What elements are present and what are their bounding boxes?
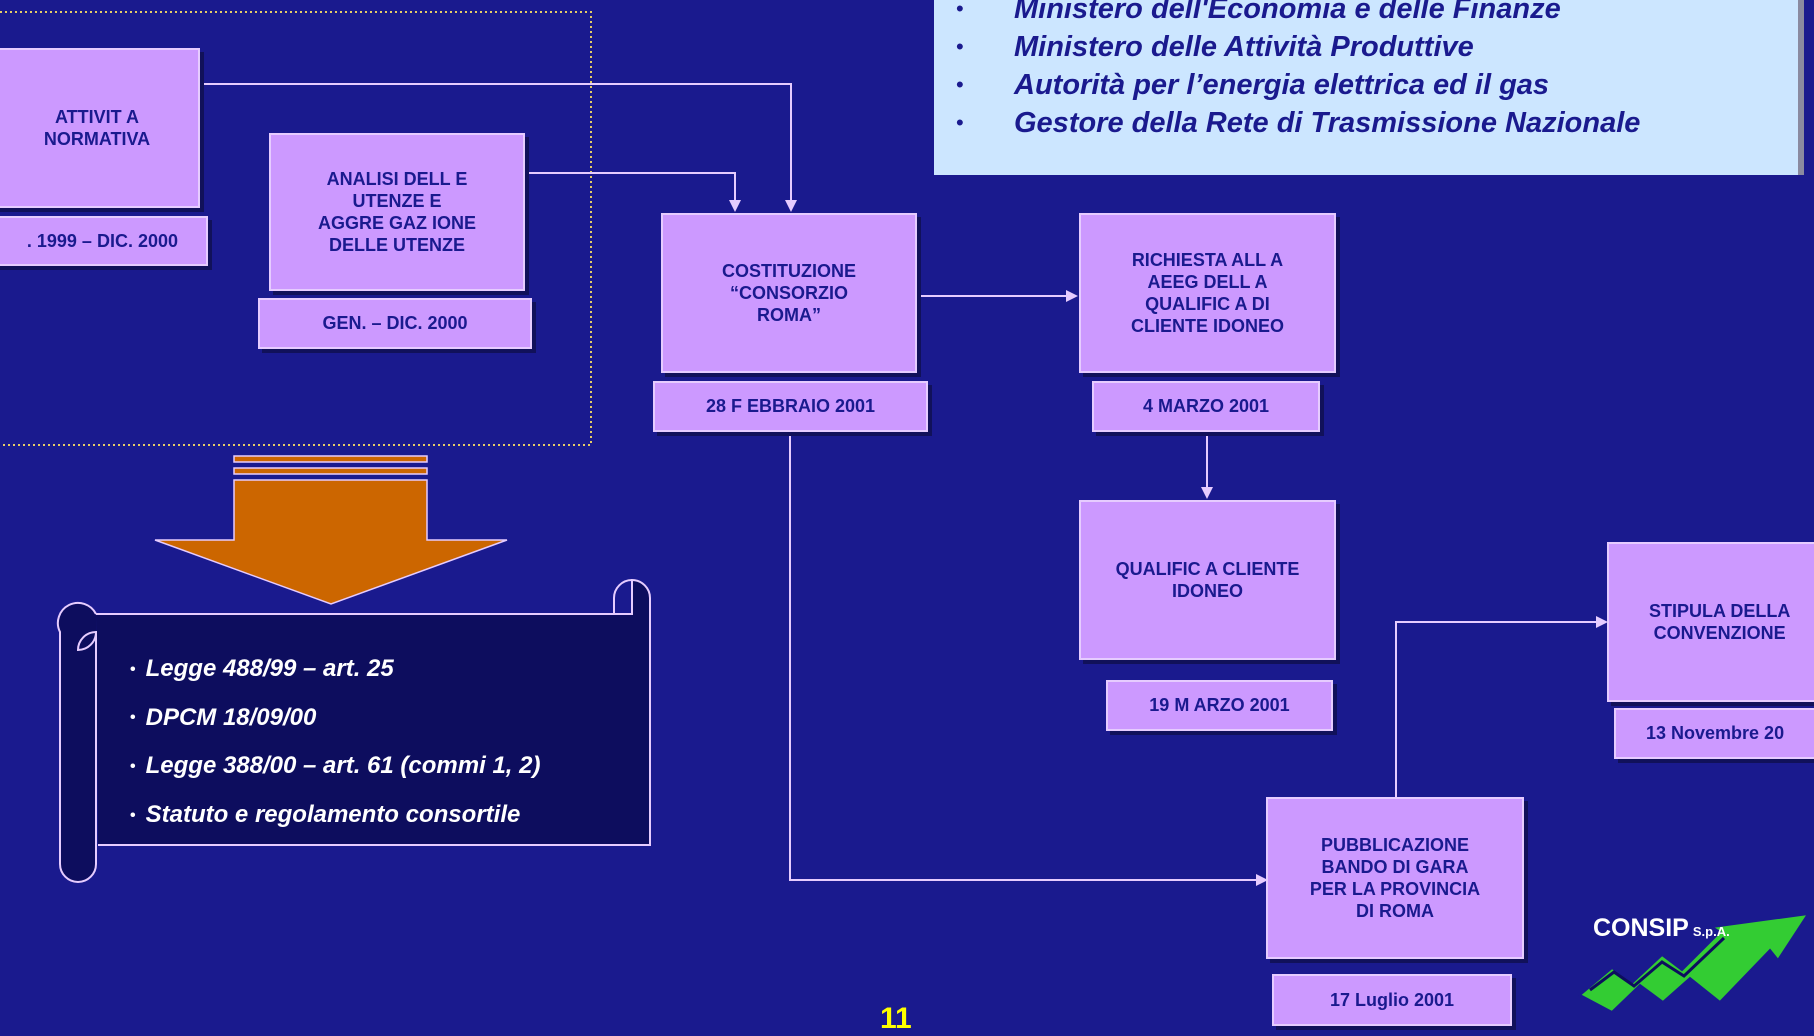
- legal-reference-item: •Legge 388/00 – art. 61 (commi 1, 2): [130, 752, 541, 780]
- box-costituzione: COSTITUZIONE “CONSORZIO ROMA”: [661, 213, 917, 373]
- authorities-list: •Ministero dell'Economia e delle Finanze…: [956, 0, 1641, 142]
- authority-item: •Ministero delle Attività Produttive: [956, 31, 1474, 63]
- box-analisi-utenze: ANALISI DELL E UTENZE E AGGRE GAZ IONE D…: [269, 133, 525, 291]
- authority-item: •Gestore della Rete di Trasmissione Nazi…: [956, 107, 1641, 139]
- consip-logo-icon: [1578, 912, 1811, 1014]
- box-stipula: STIPULA DELLA CONVENZIONE: [1607, 542, 1814, 702]
- legal-reference-item: •Statuto e regolamento consortile: [130, 800, 521, 828]
- group-frame: [0, 11, 592, 446]
- legal-references-list: •Legge 488/99 – art. 25 •DPCM 18/09/00 •…: [130, 645, 540, 840]
- date-analisi-utenze: GEN. – DIC. 2000: [258, 298, 532, 349]
- box-attivita-normativa: ATTIVIT A NORMATIVA: [0, 48, 200, 208]
- date-richiesta: 4 MARZO 2001: [1092, 381, 1320, 432]
- box-richiesta: RICHIESTA ALL A AEEG DELL A QUALIFIC A D…: [1079, 213, 1336, 373]
- connector-pubblicazione-stipula: [1395, 616, 1608, 797]
- authorities-panel: •Ministero dell'Economia e delle Finanze…: [934, 0, 1804, 175]
- connector-normativa-costituzione: [190, 83, 797, 212]
- page-number: 11: [880, 1002, 912, 1035]
- date-attivita-normativa: . 1999 – DIC. 2000: [0, 216, 208, 266]
- down-arrow-icon: [154, 455, 508, 605]
- legal-reference-item: •DPCM 18/09/00: [130, 703, 317, 731]
- date-pubblicazione: 17 Luglio 2001: [1272, 974, 1512, 1026]
- box-pubblicazione: PUBBLICAZIONE BANDO DI GARA PER LA PROVI…: [1266, 797, 1524, 959]
- box-qualifica: QUALIFIC A CLIENTE IDONEO: [1079, 500, 1336, 660]
- connector-costituzione-pubblicazione: [789, 432, 1268, 886]
- connector-analisi-costituzione: [498, 172, 741, 212]
- authority-item: •Autorità per l’energia elettrica ed il …: [956, 69, 1550, 101]
- date-costituzione: 28 F EBBRAIO 2001: [653, 381, 928, 432]
- date-qualifica: 19 M ARZO 2001: [1106, 680, 1333, 731]
- legal-reference-item: •Legge 488/99 – art. 25: [130, 655, 394, 682]
- authority-item: •Ministero dell'Economia e delle Finanze: [956, 0, 1561, 25]
- legal-scroll: [56, 578, 651, 883]
- date-stipula: 13 Novembre 20: [1614, 708, 1814, 759]
